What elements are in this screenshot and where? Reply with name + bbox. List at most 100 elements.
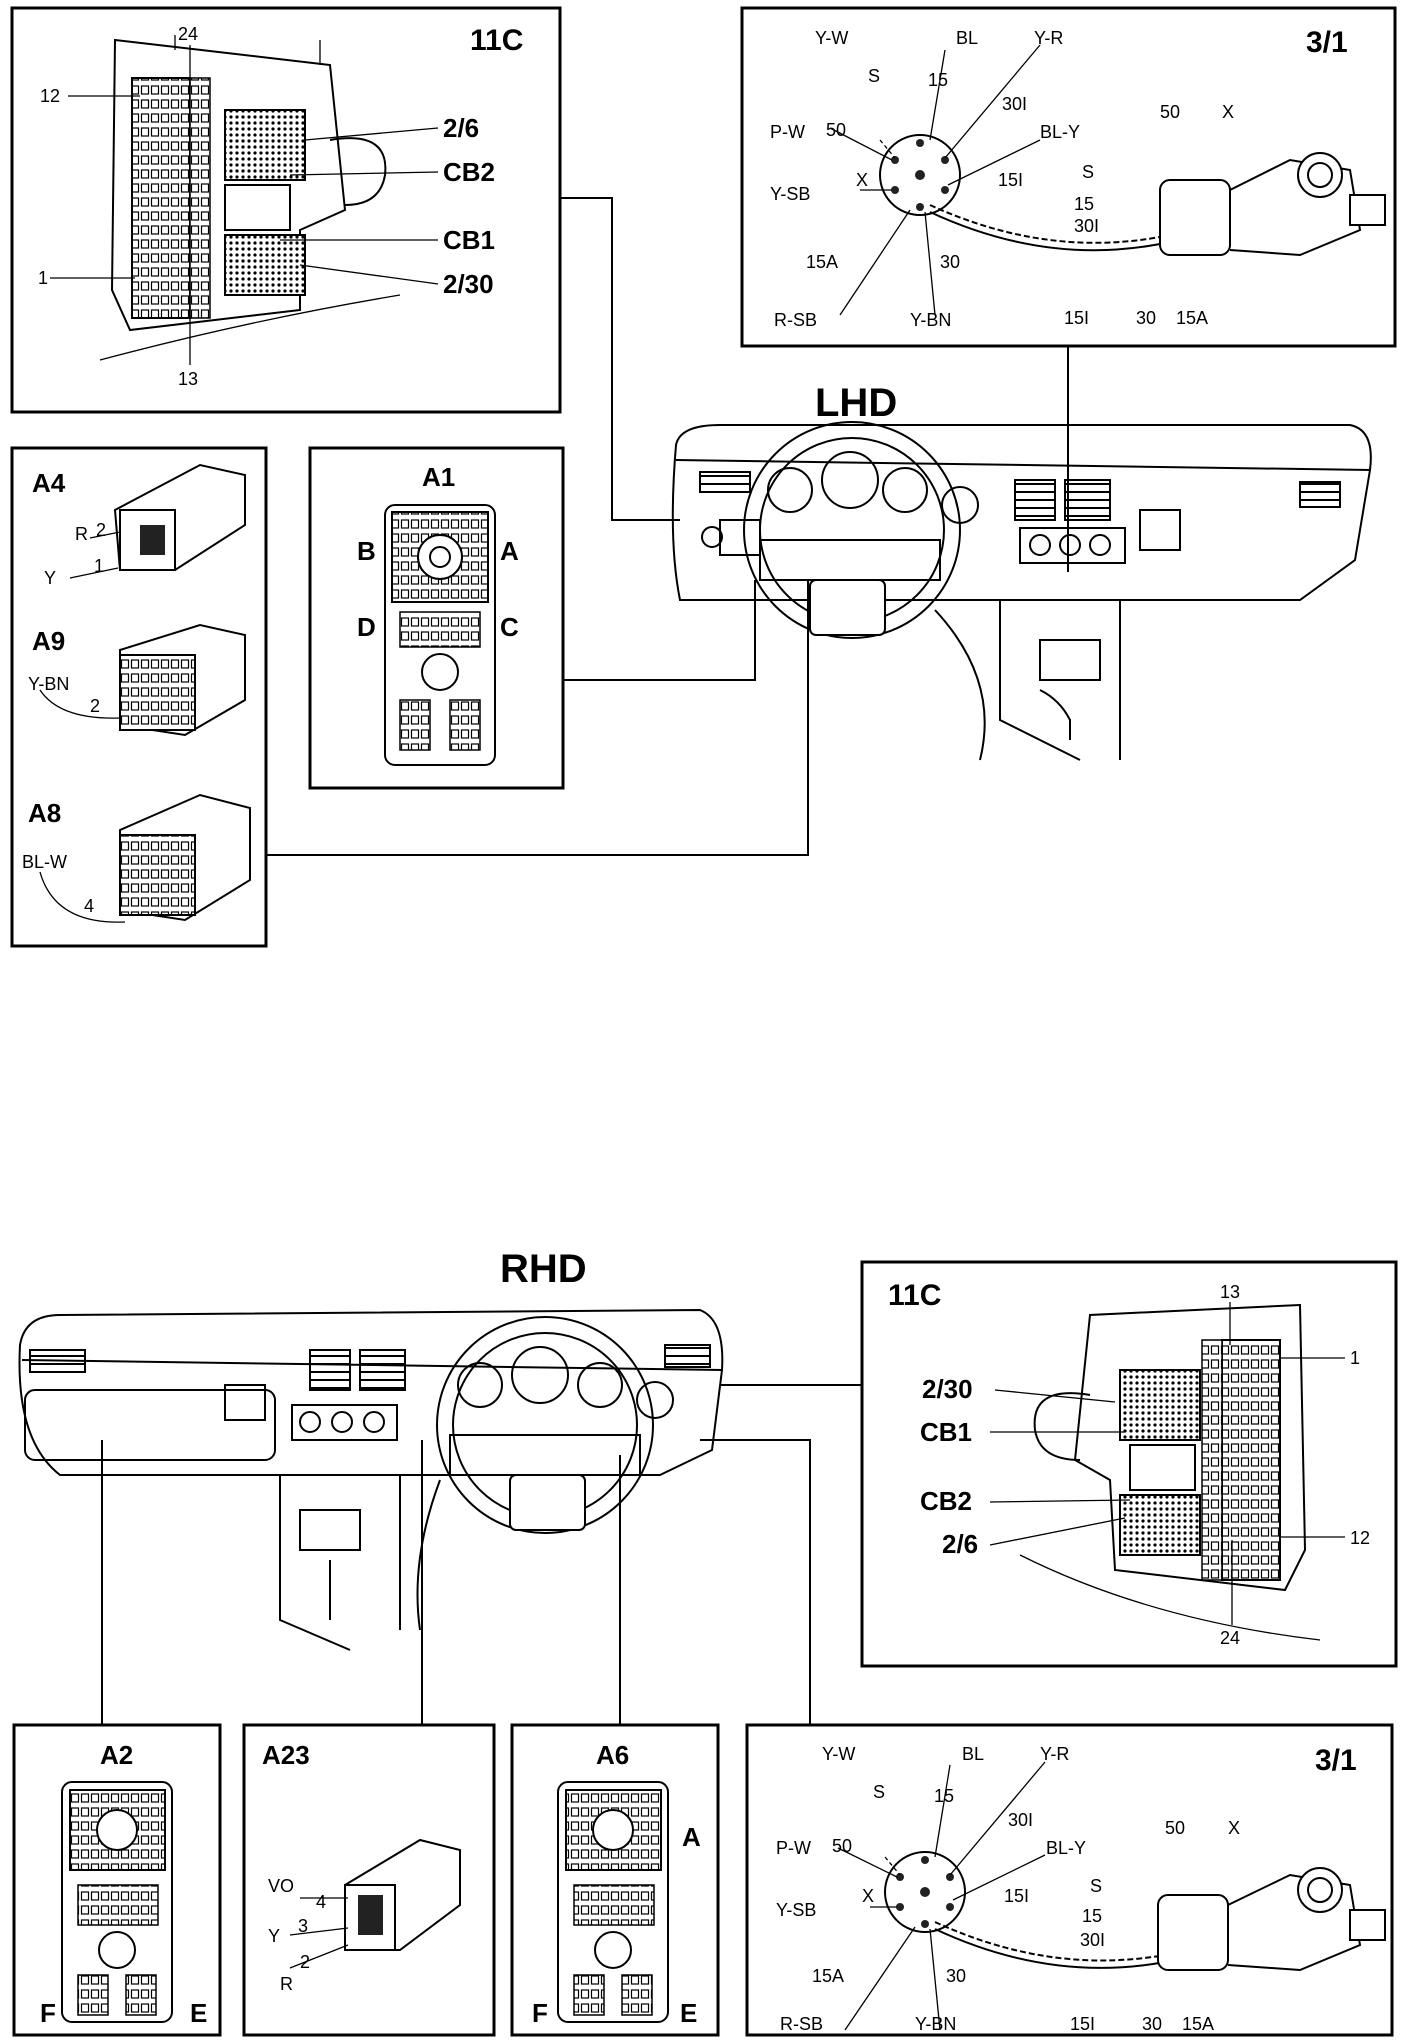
lhd-fusebox-label-cb2: CB2 (443, 157, 495, 187)
lhd-ign-label-15-b: 15 (1074, 194, 1094, 214)
rhd-fusebox-label-24: 24 (1220, 1628, 1240, 1648)
lhd-ign-label-15a: 15A (806, 252, 838, 272)
a1-connector-block (384, 504, 496, 766)
a6-frame (510, 1723, 720, 2037)
rhd-ign-label-y-sb: Y-SB (776, 1900, 816, 1920)
lhd-fusebox-label-cb1: CB1 (443, 225, 495, 255)
rhd-ign-label-15i-b: 15I (1070, 2014, 1095, 2034)
a9-pin-2: 2 (90, 696, 100, 716)
lhd-fusebox-title: 11C (470, 24, 523, 57)
rhd-a23-panel: A23 VO 4 Y 3 R 2 (242, 1723, 496, 2037)
lhd-fusebox-leader (560, 197, 680, 521)
lhd-connectors-frame (10, 446, 268, 948)
rhd-ignition-title: 3/1 (1315, 1744, 1357, 1777)
rhd-fusebox-drawing (1019, 1303, 1321, 1641)
a23-wire-vo: VO (268, 1876, 294, 1896)
a6-title: A6 (596, 1740, 629, 1770)
a9-connector-drawing (39, 623, 246, 737)
lhd-ign-label-15i-b: 15I (1064, 308, 1089, 328)
lhd-ign-label-y-r: Y-R (1034, 28, 1063, 48)
lhd-dashboard-drawing (671, 421, 1372, 761)
lhd-ign-label-x-2: X (1222, 102, 1234, 122)
a1-label-c: C (500, 612, 519, 642)
rhd-fusebox-label-2-6: 2/6 (942, 1529, 978, 1559)
rhd-ign-label-y-w: Y-W (822, 1744, 855, 1764)
a8-connector-drawing (39, 793, 251, 923)
lhd-ignition-panel: 3/1 Y-W S (740, 6, 1397, 348)
lhd-ign-label-30i-b: 30I (1074, 216, 1099, 236)
rhd-ign-label-30i: 30I (1008, 1810, 1033, 1830)
a2-frame (12, 1723, 222, 2037)
rhd-ign-label-50-b: 50 (1165, 1818, 1185, 1838)
rhd-ign-label-bl: BL (962, 1744, 984, 1764)
a4-connector-drawing (69, 463, 246, 579)
rhd-fusebox-label-13: 13 (1220, 1282, 1240, 1302)
rhd-ign-label-15a: 15A (812, 1966, 844, 1986)
rhd-ign-label-s-2: S (1090, 1876, 1102, 1896)
rhd-ign-label-30-b: 30 (1142, 2014, 1162, 2034)
rhd-ign-label-30: 30 (946, 1966, 966, 1986)
rhd-ign-label-r-sb: R-SB (780, 2014, 823, 2034)
rhd-ignition-switch-drawing (884, 1851, 1386, 1972)
rhd-ign-label-x: X (862, 1886, 874, 1906)
rhd-ign-label-15-b: 15 (1082, 1906, 1102, 1926)
lhd-ign-label-30-b: 30 (1136, 308, 1156, 328)
a4-pin-2: 2 (96, 520, 106, 540)
a2-label-f: F (40, 1998, 56, 2028)
rhd-heading: RHD (500, 1247, 587, 1291)
a23-wire-r: R (280, 1974, 293, 1994)
a23-connector-drawing (289, 1838, 461, 1969)
lhd-ign-label-15: 15 (928, 70, 948, 90)
a2-title: A2 (100, 1740, 133, 1770)
lhd-ign-label-bl-y: BL-Y (1040, 122, 1080, 142)
lhd-ign-label-y-w: Y-W (815, 28, 848, 48)
lhd-ign-label-r-sb: R-SB (774, 310, 817, 330)
a8-pin-4: 4 (84, 896, 94, 916)
a6-label-e: E (680, 1998, 697, 2028)
a6-connector-block (557, 1781, 669, 2023)
rhd-section: RHD 11 (12, 1247, 1398, 2037)
lhd-a1-leader (563, 580, 756, 681)
rhd-ignition-panel: 3/1 Y-W S (745, 1723, 1394, 2037)
lhd-fusebox-label-24: 24 (178, 24, 198, 44)
lhd-ign-label-x: X (856, 170, 868, 190)
lhd-ign-label-30i: 30I (1002, 94, 1027, 114)
lhd-fusebox-drawing (99, 35, 401, 361)
lhd-ign-label-50-b: 50 (1160, 102, 1180, 122)
rhd-ignition-frame (745, 1723, 1394, 2037)
rhd-fusebox-label-cb1: CB1 (920, 1417, 972, 1447)
lhd-ign-label-50: 50 (826, 120, 846, 140)
lhd-ign-label-30: 30 (940, 252, 960, 272)
a2-label-e: E (190, 1998, 207, 2028)
rhd-ign-label-15a-b: 15A (1182, 2014, 1214, 2034)
lhd-ign-label-15a-b: 15A (1176, 308, 1208, 328)
a4-wire-r: R (75, 524, 88, 544)
lhd-fusebox-label-13: 13 (178, 369, 198, 389)
rhd-ign-label-30i-b: 30I (1080, 1930, 1105, 1950)
rhd-fusebox-frame (860, 1260, 1398, 1668)
lhd-ignition-frame (740, 6, 1397, 348)
a1-label-a: A (500, 536, 519, 566)
rhd-ign-label-y-bn: Y-BN (915, 2014, 956, 2034)
rhd-ignition-leader (700, 1439, 811, 1725)
rhd-fusebox-title: 11C (888, 1279, 941, 1312)
a23-wire-y: Y (268, 1926, 280, 1946)
rhd-ign-label-y-r: Y-R (1040, 1744, 1069, 1764)
a9-wire-y-bn: Y-BN (28, 674, 69, 694)
rhd-fusebox-label-12: 12 (1350, 1528, 1370, 1548)
rhd-fusebox-panel: 11C 13 1 2/30 CB1 CB2 (860, 1260, 1398, 1668)
lhd-ign-label-bl: BL (956, 28, 978, 48)
lhd-fusebox-label-1: 1 (38, 268, 48, 288)
rhd-fusebox-label-1: 1 (1350, 1348, 1360, 1368)
a1-label-b: B (357, 536, 376, 566)
lhd-ign-label-y-sb: Y-SB (770, 184, 810, 204)
lhd-fusebox-frame (10, 6, 562, 414)
a2-connector-block (61, 1781, 173, 2023)
rhd-a2-panel: A2 F E (12, 1723, 222, 2037)
a6-label-a: A (682, 1822, 701, 1852)
rhd-fusebox-label-cb2: CB2 (920, 1486, 972, 1516)
a6-label-f: F (532, 1998, 548, 2028)
a1-title: A1 (422, 462, 455, 492)
a1-frame (308, 446, 565, 790)
